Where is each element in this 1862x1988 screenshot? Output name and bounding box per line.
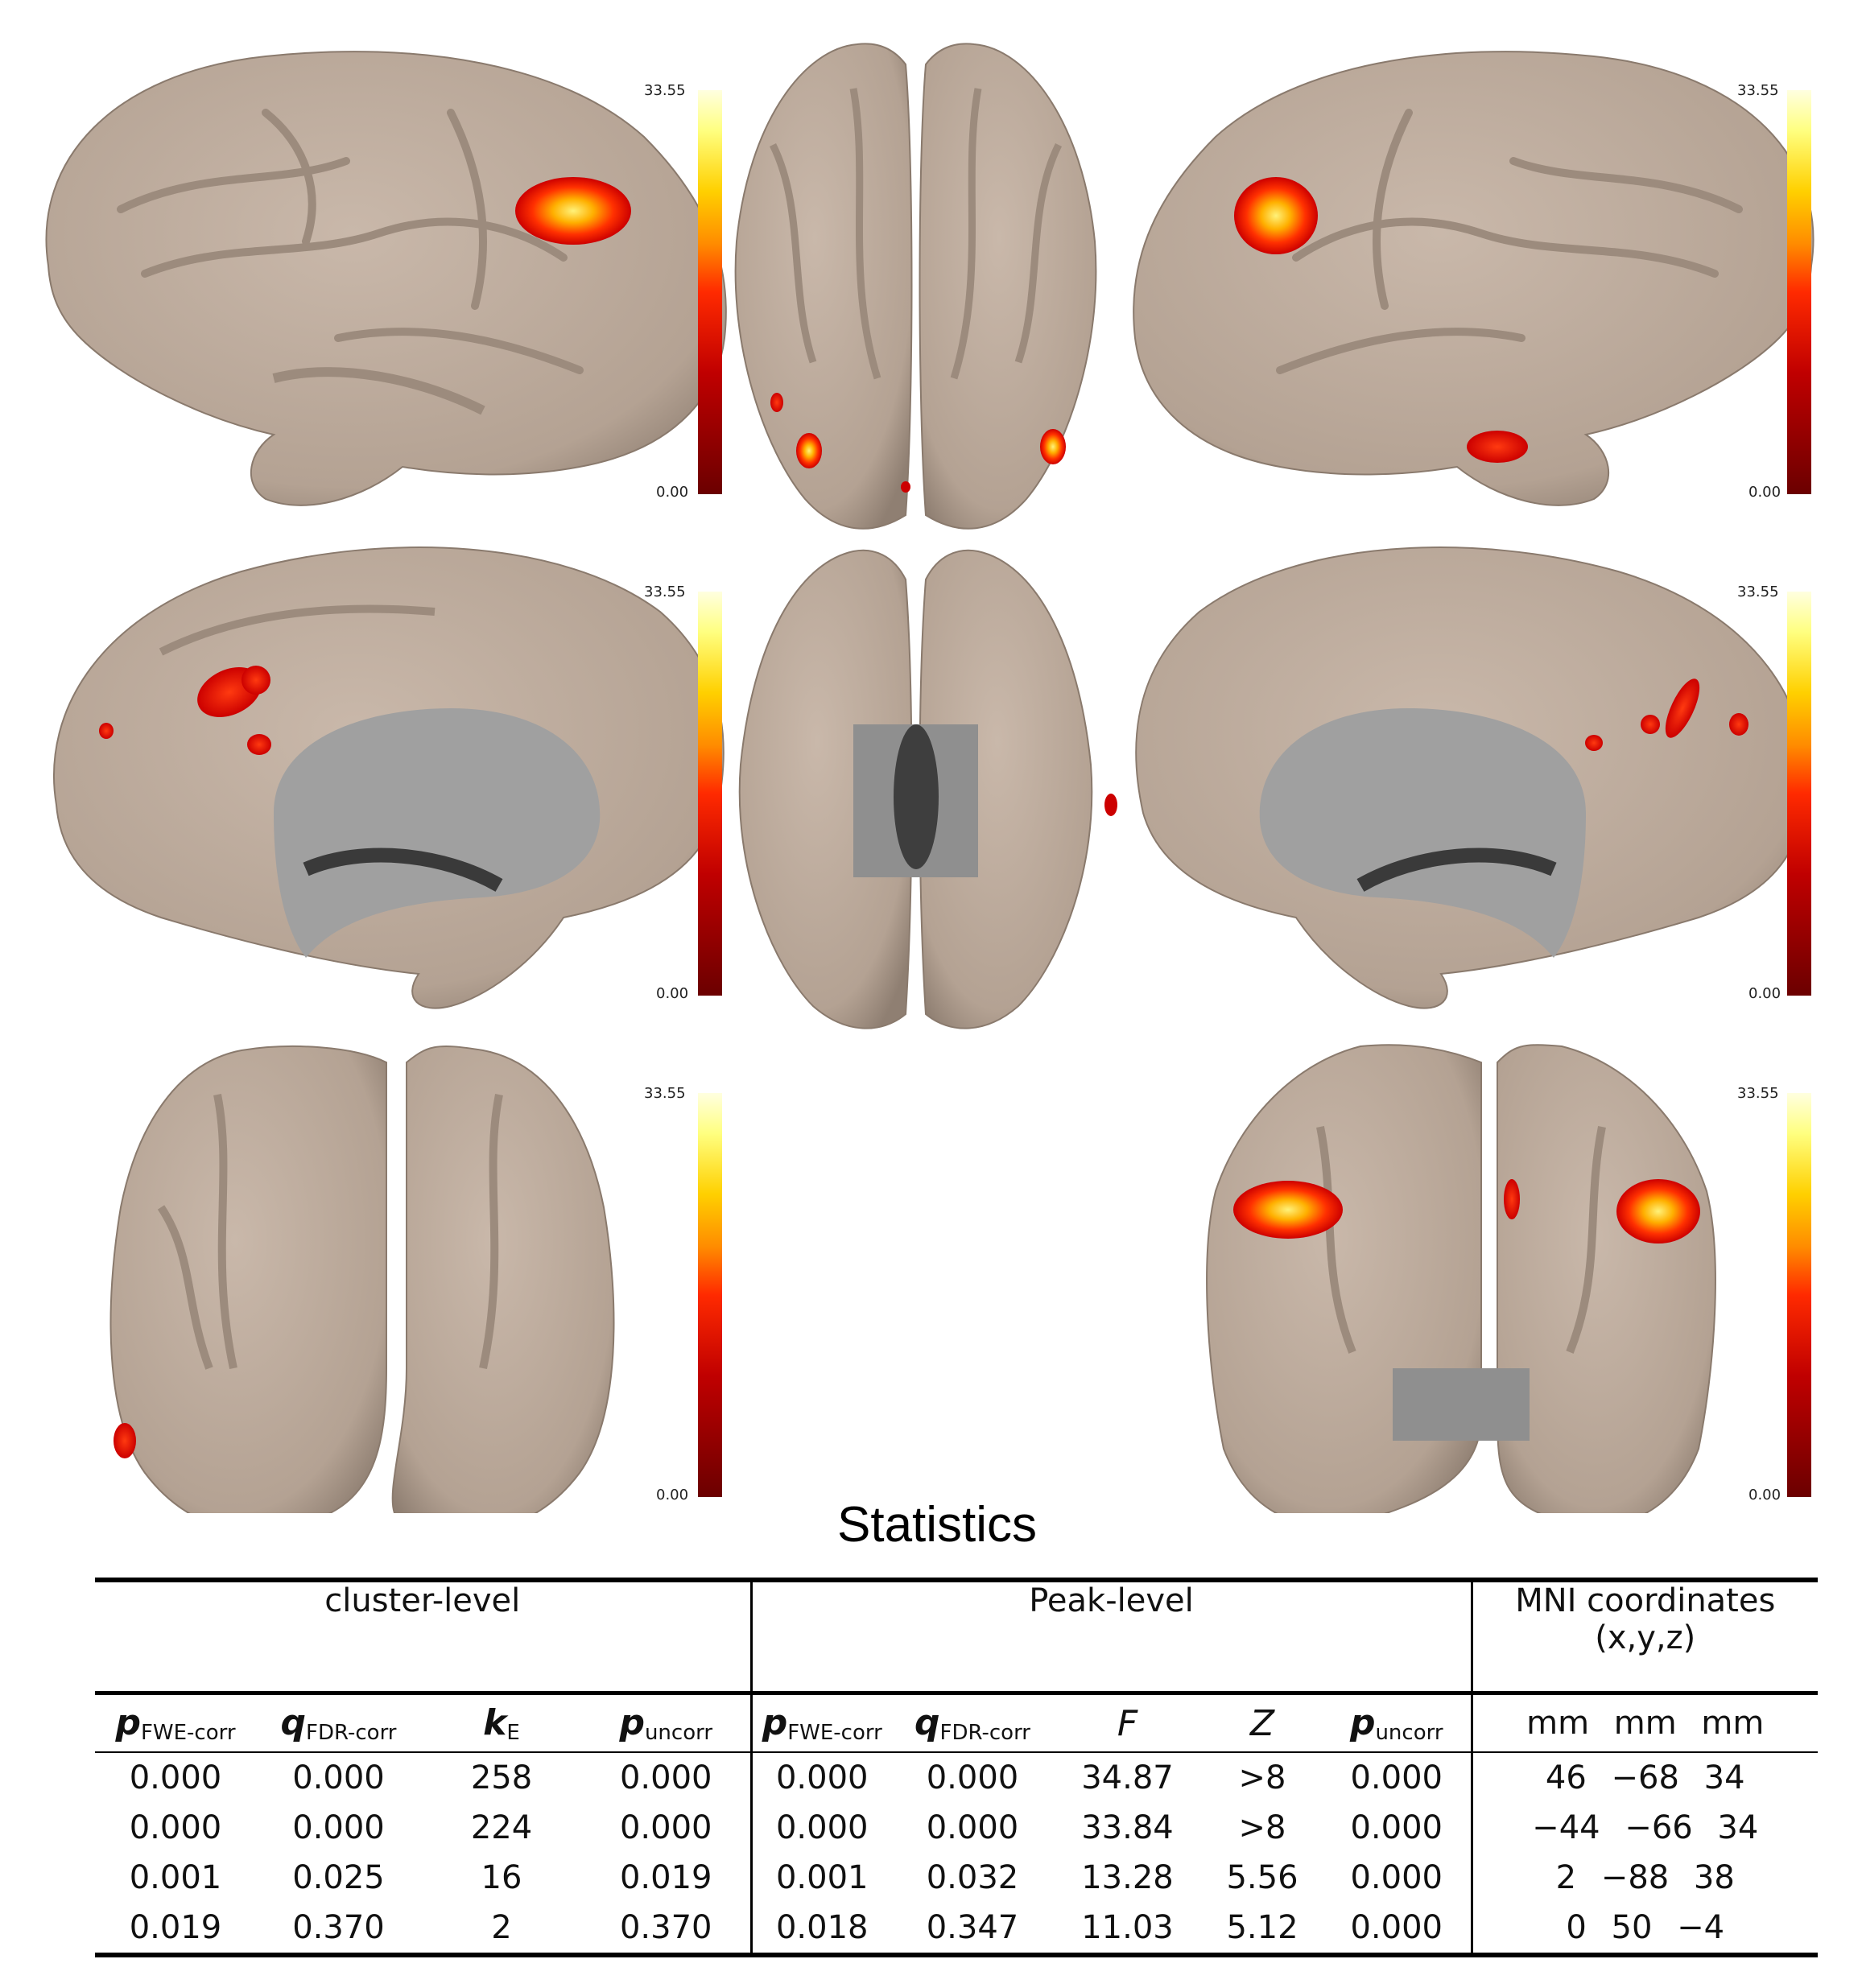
cell: 0.019 [95,1903,256,1957]
colorbar: 33.55 0.00 [644,584,722,1002]
svg-text:33.55: 33.55 [1737,1085,1779,1102]
cell: 0.000 [95,1751,256,1803]
cell: 0.000 [892,1751,1053,1803]
cell: 0.000 [1323,1751,1472,1803]
cell: 0.370 [256,1903,421,1957]
table-row: 0.000 0.000 258 0.000 0.000 0.000 34.87 … [95,1751,1818,1803]
svg-text:0.00: 0.00 [656,985,688,1002]
right-lateral-view [1133,51,1815,506]
col-cluster-puncorr: puncorr [582,1691,751,1752]
cell: 46 −68 34 [1470,1751,1818,1803]
cell: −44 −66 34 [1470,1803,1818,1853]
cell: 0.000 [1350,1859,1443,1896]
mni-header-line1: MNI coordinates [1515,1582,1776,1619]
svg-text:33.55: 33.55 [644,584,686,600]
cell: 0.019 [619,1859,712,1896]
col-cluster-ke: kE [421,1691,582,1752]
cell: 0.000 [1350,1809,1443,1846]
colorbar: 33.55 0.00 [644,82,722,501]
cell: 258 [421,1751,582,1803]
cell: 16 [481,1859,522,1896]
cell: 2 [421,1903,582,1957]
colorbar: 33.55 0.00 [1737,584,1811,1002]
svg-text:0.00: 0.00 [656,484,688,501]
cell: 0 50 −4 [1470,1903,1818,1957]
cell: 33.84 [1081,1809,1174,1846]
colorbar: 33.55 0.00 [644,1085,722,1503]
cell: 5.12 [1202,1903,1323,1957]
cell: 0.000 [1323,1903,1472,1957]
svg-text:0.00: 0.00 [1748,1487,1781,1503]
cell: 0.000 [749,1803,892,1853]
mni-header-line2: (x,y,z) [1595,1619,1696,1656]
cell: 0.347 [892,1903,1053,1957]
col-cluster-pfwe: pFWE-corr [95,1691,256,1752]
column-header-row: pFWE-corr qFDR-corr kE puncorr pFWE-corr… [95,1691,1818,1752]
right-medial-view [1135,546,1806,1009]
posterior-view [1206,1044,1716,1513]
table-title: Statistics [837,1497,1038,1553]
cell: 0.000 [129,1809,222,1846]
group-header-row: cluster-level Peak-level MNI coordinates… [95,1578,1818,1693]
cell: 0.001 [129,1859,222,1896]
cell: 11.03 [1053,1903,1202,1957]
colorbar: 33.55 0.00 [1737,1085,1811,1503]
col-mni-units: mm mm mm [1470,1691,1818,1752]
brain-surface-figure: 33.55 0.00 33.55 0.00 33.55 0.00 [45,43,1815,1513]
col-peak-z: Z [1202,1691,1323,1752]
svg-text:33.55: 33.55 [1737,82,1779,99]
col-peak-pfwe: pFWE-corr [749,1691,892,1752]
svg-text:33.55: 33.55 [644,1085,686,1102]
svg-text:0.00: 0.00 [656,1487,688,1503]
cell: 0.001 [749,1853,892,1903]
col-peak-qfdr: qFDR-corr [892,1691,1053,1752]
cell: 0.370 [582,1903,751,1957]
cell: 0.000 [292,1809,385,1846]
col-peak-f: F [1053,1691,1202,1752]
col-cluster-qfdr: qFDR-corr [256,1691,421,1752]
col-peak-puncorr: puncorr [1323,1691,1472,1752]
cell: >8 [1202,1751,1323,1803]
anterior-view [109,1046,615,1513]
cell: 0.000 [926,1809,1019,1846]
table-row: 0.001 0.025 16 0.019 0.001 0.032 13.28 5… [95,1853,1818,1903]
inferior-view [738,549,1117,1029]
cell: 0.000 [582,1751,751,1803]
svg-text:0.00: 0.00 [1748,985,1781,1002]
cell: 13.28 [1081,1859,1174,1896]
superior-view [734,43,1097,530]
cell: 34.87 [1053,1751,1202,1803]
colorbar: 33.55 0.00 [1737,82,1811,501]
left-medial-view [53,546,725,1009]
statistics-table: cluster-level Peak-level MNI coordinates… [95,1578,1818,1957]
left-lateral-view [45,51,727,506]
cell: 0.032 [926,1859,1019,1896]
cell: >8 [1238,1809,1286,1846]
svg-text:33.55: 33.55 [1737,584,1779,600]
cluster-level-header: cluster-level [95,1578,751,1693]
cell: 224 [470,1809,533,1846]
mni-header: MNI coordinates (x,y,z) [1470,1578,1818,1693]
cell: 0.025 [292,1859,385,1896]
cell: 0.000 [619,1809,712,1846]
cell: 0.000 [749,1751,892,1803]
table-row: 0.000 0.000 224 0.000 0.000 0.000 33.84 … [95,1803,1818,1853]
cell: 5.56 [1226,1859,1298,1896]
svg-text:0.00: 0.00 [1748,484,1781,501]
cell: 2 −88 38 [1470,1853,1818,1903]
peak-level-header: Peak-level [749,1578,1472,1693]
cell: 0.018 [749,1903,892,1957]
table-row: 0.019 0.370 2 0.370 0.018 0.347 11.03 5.… [95,1903,1818,1957]
svg-text:33.55: 33.55 [644,82,686,99]
cell: 0.000 [256,1751,421,1803]
